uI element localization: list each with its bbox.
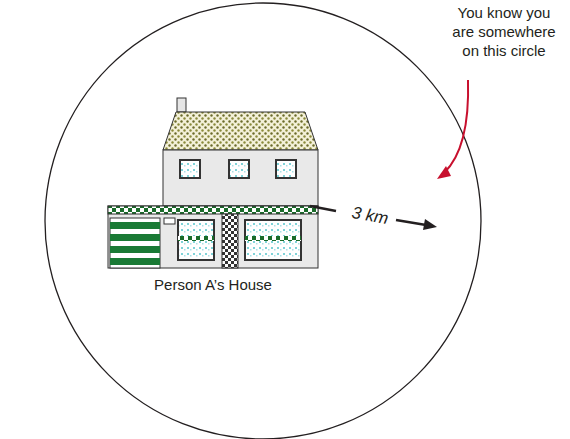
pointer-arrow xyxy=(444,80,468,173)
house xyxy=(108,98,318,268)
house-label: Person A’s House xyxy=(113,276,313,295)
callout-note: You know you are somewhere on this circl… xyxy=(450,4,558,60)
arrow-head xyxy=(437,166,451,179)
dimension-line xyxy=(396,220,426,225)
arrow-head xyxy=(423,219,437,230)
location-circle xyxy=(45,3,481,439)
dimension-line xyxy=(310,206,336,211)
dimension-label: 3 km xyxy=(339,200,402,231)
